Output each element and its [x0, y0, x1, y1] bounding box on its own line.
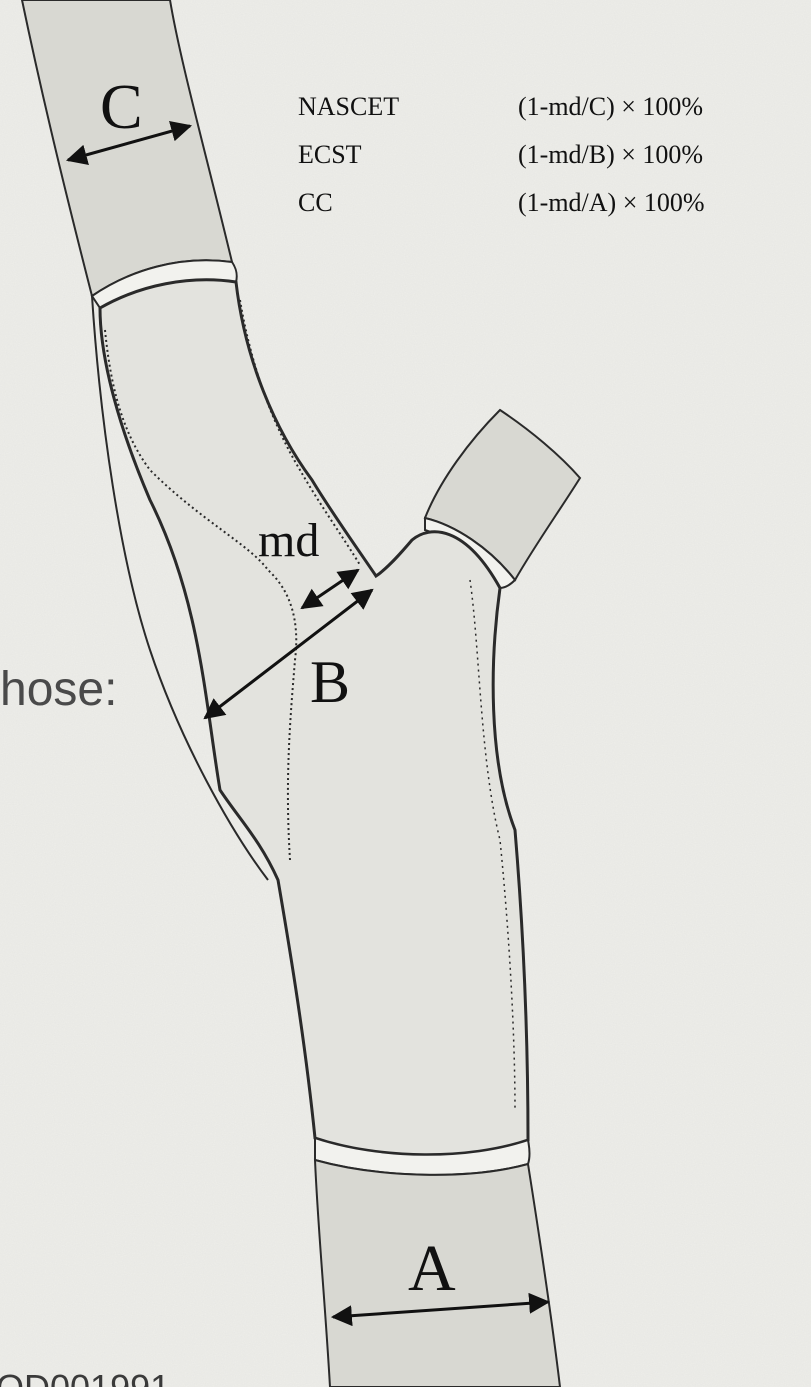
image-code-fragment: OD001991: [0, 1367, 170, 1387]
side-caption-fragment: hose:: [0, 663, 117, 716]
label-b: B: [310, 649, 350, 715]
label-a: A: [408, 1232, 456, 1305]
label-md: md: [258, 514, 319, 567]
formula-name: CC: [298, 188, 333, 217]
formula-expression: (1-md/C) × 100%: [518, 92, 703, 121]
formula-name: ECST: [298, 140, 362, 169]
formula-expression: (1-md/A) × 100%: [518, 188, 705, 217]
formula-expression: (1-md/B) × 100%: [518, 140, 703, 169]
label-c: C: [100, 71, 143, 142]
formula-name: NASCET: [298, 92, 399, 121]
